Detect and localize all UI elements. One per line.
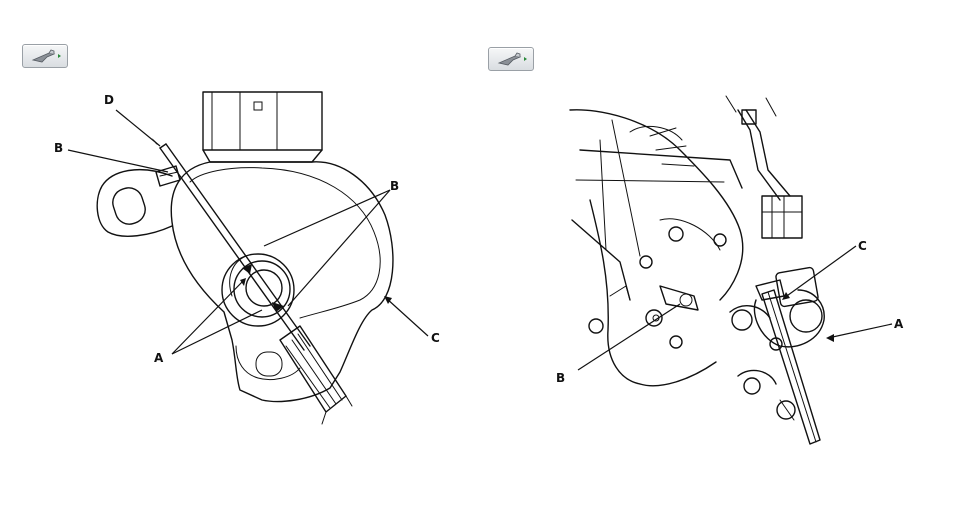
callout-a: A [894,317,904,331]
switch-body [96,161,394,403]
leader-lines [577,245,893,371]
left-switch-diagram: D B B A C [54,91,440,425]
manual-valve-shaft [659,285,699,311]
tool-button-right[interactable] [488,47,534,71]
wire-harness [725,95,803,239]
callout-b-right: B [390,179,399,193]
right-installation-diagram: C A B [556,95,904,445]
callout-a: A [154,351,164,365]
callout-c: C [858,239,867,253]
connector-block [202,91,323,163]
pin-tool [159,143,311,351]
mounting-bolt [155,165,181,187]
transmission-housing [569,109,744,387]
callout-b: B [556,371,565,385]
callout-b-left: B [54,141,63,155]
screwdriver [279,325,353,425]
tool-icon [31,49,61,63]
tool-icon [497,52,527,66]
tool-button-left[interactable] [22,44,68,68]
callout-d: D [104,93,114,107]
leader-lines [67,109,429,355]
switch-assembly [729,266,825,421]
callout-c: C [431,331,440,345]
